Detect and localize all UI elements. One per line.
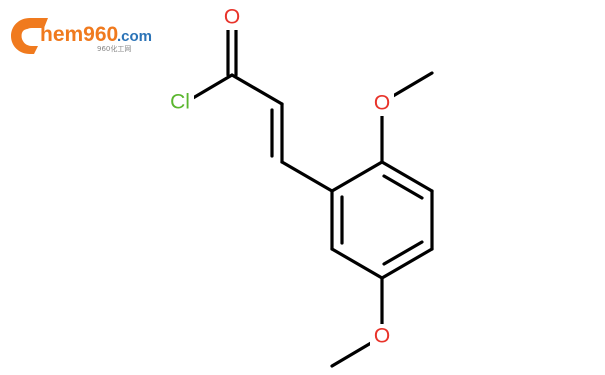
bond-ring-5 — [330, 247, 384, 280]
bond-ring-2-inner — [382, 174, 424, 200]
atom-o-methoxy-top: O — [374, 92, 390, 115]
atom-labels: O Cl O O — [164, 4, 394, 350]
logo-suffix: .com — [117, 28, 152, 45]
logo-c-shape — [11, 18, 48, 54]
atom-cl: Cl — [170, 91, 190, 114]
site-logo[interactable]: C hem960 .com 960化工网 — [11, 18, 152, 54]
bond-o-ch3-top — [391, 71, 434, 98]
bonds — [191, 28, 434, 368]
bond-c-cl — [191, 73, 234, 100]
bond-ring-2 — [380, 160, 434, 193]
atom-o-methoxy-bottom: O — [374, 325, 390, 348]
logo-text: hem960 — [40, 23, 118, 46]
atom-o-carbonyl: O — [224, 6, 240, 29]
bond-o-ch3-bottom — [330, 341, 373, 368]
bond-ring-1 — [330, 160, 384, 193]
bond-ring-4 — [380, 247, 434, 280]
logo-subtitle: 960化工网 — [97, 44, 131, 53]
logo-letter: C — [21, 26, 35, 48]
bond-vinyl-ring — [280, 160, 334, 193]
bond-ring-4-inner — [382, 240, 424, 266]
bond-acyl-vinyl — [230, 73, 284, 106]
